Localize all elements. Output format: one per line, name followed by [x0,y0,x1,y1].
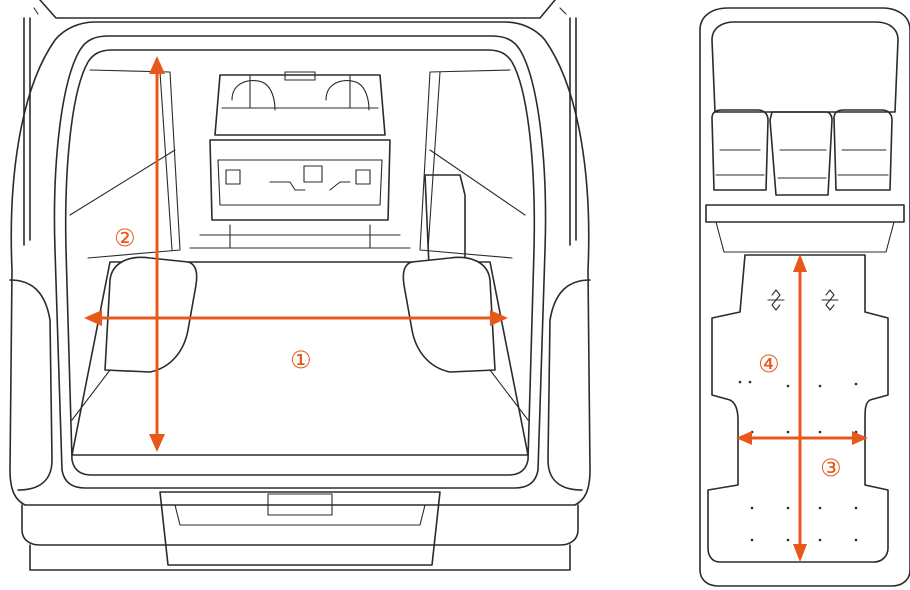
seat-base-bar [705,204,905,223]
tie-down-hook-right [821,289,839,311]
top-view-outline [699,7,910,587]
cab-area [711,21,899,113]
left-tail-lamp [9,279,53,491]
dimension-arrow-1 [84,310,508,326]
top-view-seats [711,109,893,196]
rear-seat-backs [214,71,386,136]
van-body [9,21,591,506]
right-tail-lamp [547,279,591,491]
label-dimension-2: ② [114,224,136,252]
top-view-van [699,7,910,587]
door-frame-inner [64,49,536,476]
dimension-arrow-2 [149,56,165,452]
rear-bumper [21,504,579,546]
left-wheel-well [104,256,198,373]
cargo-floor [71,261,529,456]
dimension-arrow-3 [736,431,868,445]
label-dimension-3: ③ [820,454,842,482]
label-dimension-4: ④ [758,350,780,378]
bumper-step [159,491,441,566]
label-dimension-1: ① [290,346,312,374]
door-frame-outer [53,35,547,489]
rear-view-van [9,0,591,571]
tailgate-edge [39,0,556,19]
top-view-cargo-floor [707,254,889,563]
tie-down-hook-left [767,289,785,311]
floor-anchor-dots [738,380,858,542]
folded-seat-panel [209,139,391,221]
right-wheel-well [402,256,496,373]
dimension-arrow-4 [793,254,807,562]
